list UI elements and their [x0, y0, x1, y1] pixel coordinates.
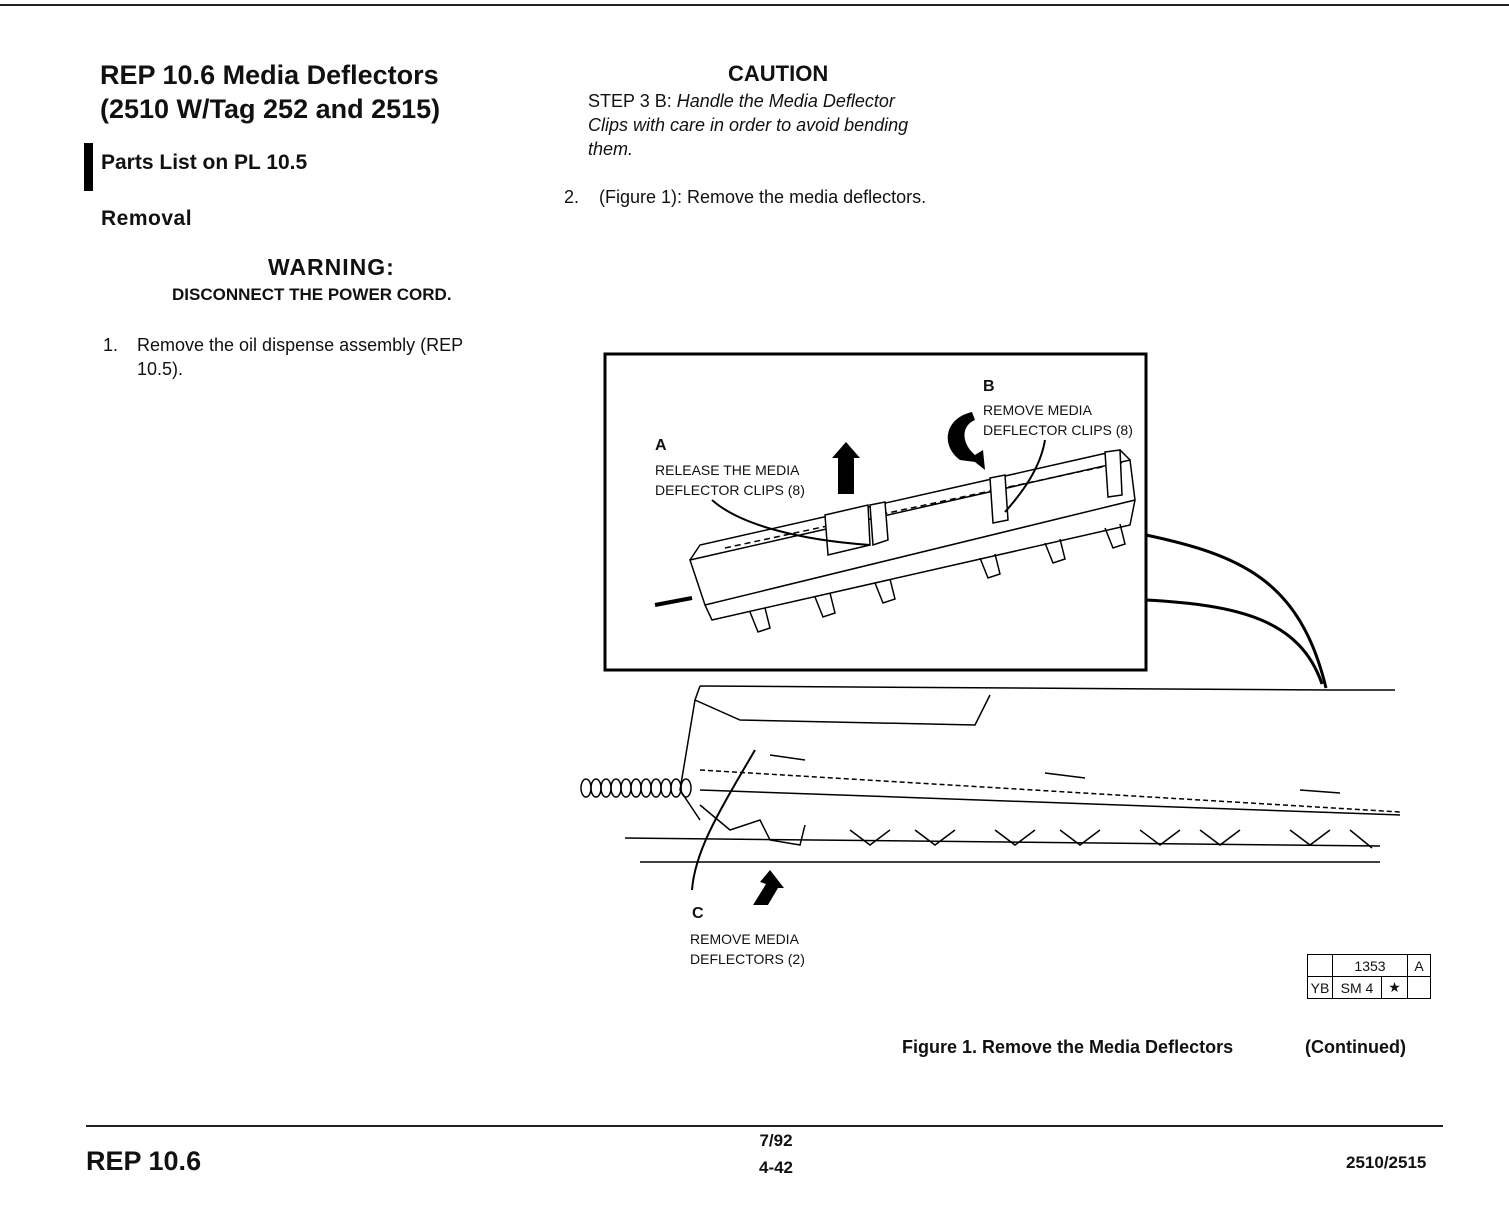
footer-page-number: 4-42 — [758, 1158, 794, 1177]
up-arrow-icon — [832, 442, 860, 494]
code-number: 1353 — [1332, 954, 1408, 977]
top-rule — [0, 4, 1509, 6]
up-arrow-icon — [753, 870, 784, 905]
step-1-number: 1. — [103, 335, 119, 355]
figure-code-table: 1353 A YB SM 4 ★ — [1307, 954, 1431, 999]
spring-coil — [580, 778, 692, 798]
caution-line-1: Handle the Media Deflector — [676, 91, 895, 111]
callout-c-line-1: REMOVE MEDIA — [690, 931, 799, 947]
callout-c-letter: C — [692, 905, 704, 922]
media-deflector-illustration — [580, 352, 1401, 905]
callout-a-line-2: DEFLECTOR CLIPS (8) — [655, 482, 805, 498]
removal-heading: Removal — [101, 207, 193, 230]
callout-b-line-2: DEFLECTOR CLIPS (8) — [983, 422, 1133, 438]
callout-b-letter: B — [983, 378, 995, 395]
caution-text: STEP 3 B: Handle the Media Deflector Cli… — [588, 89, 968, 161]
inset-deflector-assembly — [654, 449, 1136, 633]
caution-title: CAUTION — [728, 61, 829, 86]
footer-section-id: REP 10.6 — [86, 1146, 202, 1176]
curved-arrow-icon — [947, 412, 985, 470]
title-line-2: (2510 W/Tag 252 and 2515) — [100, 94, 441, 124]
callout-c-leader — [691, 749, 756, 891]
code-cell-blank — [1307, 954, 1333, 977]
code-sm: SM 4 — [1332, 976, 1382, 999]
inset-connector-upper — [1145, 533, 1328, 689]
step-1-line-2: 10.5). — [137, 359, 184, 379]
detail-inset-frame — [603, 352, 1148, 672]
callout-b-line-1: REMOVE MEDIA — [983, 402, 1092, 418]
callout-a-line-1: RELEASE THE MEDIA — [655, 462, 800, 478]
footer-rule — [86, 1125, 1443, 1127]
code-yb: YB — [1307, 976, 1333, 999]
code-rev: A — [1407, 954, 1431, 977]
inset-connector-lower — [1145, 598, 1324, 685]
title-line-1: REP 10.6 Media Deflectors — [100, 60, 439, 90]
step-1-text: Remove the oil dispense assembly (REP 10… — [137, 333, 463, 381]
code-cell-blank-2 — [1407, 976, 1431, 999]
callout-b-leader — [1004, 439, 1046, 513]
footer-model: 2510/2515 — [1346, 1153, 1427, 1172]
step-2-text: (Figure 1): Remove the media deflectors. — [599, 187, 927, 207]
parts-list-heading: Parts List on PL 10.5 — [101, 151, 308, 174]
caution-line-3: them. — [588, 139, 634, 159]
callout-a-text: RELEASE THE MEDIA DEFLECTOR CLIPS (8) — [655, 460, 805, 500]
step-1-line-1: Remove the oil dispense assembly (REP — [137, 335, 464, 355]
figure-caption-continued: (Continued) — [1305, 1037, 1406, 1057]
revision-change-bar — [84, 143, 93, 191]
page-title: REP 10.6 Media Deflectors (2510 W/Tag 25… — [100, 58, 440, 126]
figure-caption: Figure 1. Remove the Media Deflectors — [902, 1037, 1234, 1057]
code-star-icon: ★ — [1380, 976, 1409, 999]
main-deflector-assembly — [624, 685, 1401, 863]
warning-title: WARNING: — [268, 254, 395, 280]
footer-center: 7/92 4-42 — [750, 1127, 802, 1181]
footer-date: 7/92 — [759, 1131, 793, 1150]
callout-a-letter: A — [655, 437, 667, 454]
caution-line-2: Clips with care in order to avoid bendin… — [588, 115, 909, 135]
callout-c-line-2: DEFLECTORS (2) — [690, 951, 805, 967]
callout-b-text: REMOVE MEDIA DEFLECTOR CLIPS (8) — [983, 400, 1133, 440]
step-2-number: 2. — [564, 187, 580, 207]
callout-c-text: REMOVE MEDIA DEFLECTORS (2) — [690, 929, 805, 969]
callout-a-leader — [711, 499, 871, 546]
warning-text: DISCONNECT THE POWER CORD. — [172, 285, 452, 304]
caution-step-label: STEP 3 B: — [588, 91, 672, 111]
